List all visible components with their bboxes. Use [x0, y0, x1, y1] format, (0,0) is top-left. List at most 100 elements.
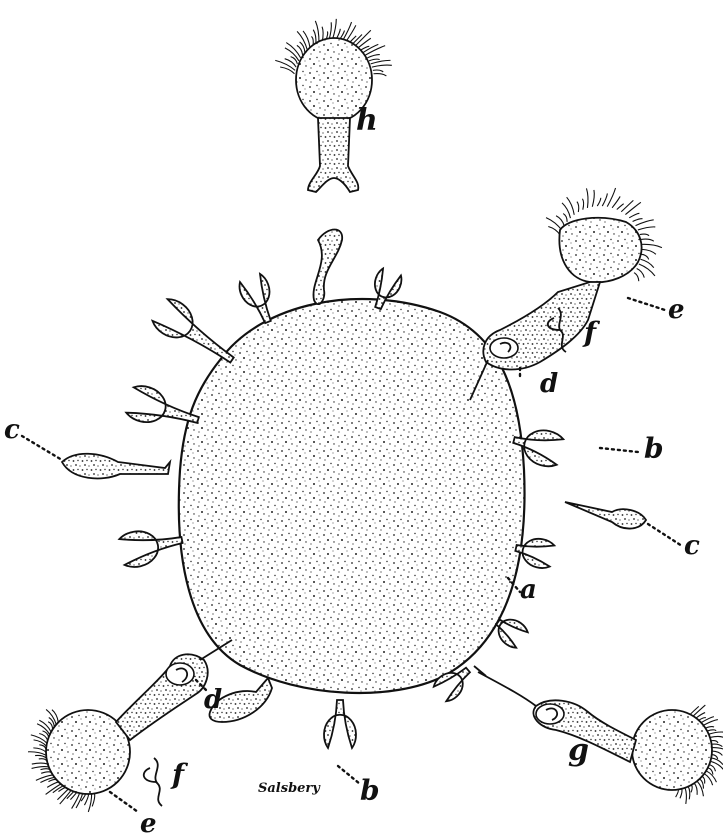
bristle: [707, 730, 716, 731]
bristle: [602, 193, 607, 206]
bud-5: [119, 531, 182, 567]
bristle: [371, 60, 391, 64]
bristle: [710, 736, 723, 737]
bristle: [640, 234, 649, 236]
bud-3: [152, 299, 233, 362]
bud-8: [496, 620, 528, 648]
label-c-right: c: [684, 531, 700, 561]
bristle: [636, 220, 654, 226]
figure-lower-left: [28, 640, 232, 812]
bristle: [48, 779, 56, 781]
bristle: [88, 794, 91, 812]
bristle: [32, 763, 48, 764]
upper-right-nucleus-d: [490, 338, 518, 358]
bristle: [709, 765, 715, 772]
label-g: g: [568, 733, 589, 768]
bristle: [567, 197, 575, 215]
bristle: [712, 744, 723, 747]
bristle: [638, 227, 655, 230]
bristle: [634, 273, 639, 282]
bristle: [597, 198, 600, 206]
bristle: [39, 734, 47, 741]
bristle: [690, 706, 699, 714]
figure-g: [474, 666, 723, 804]
free-body-top: [313, 230, 342, 305]
bristle: [688, 787, 690, 800]
lower-left-nucleus-d: [166, 663, 194, 685]
label-d-upper: d: [540, 369, 558, 399]
bristle: [40, 769, 49, 770]
bud-0: [240, 274, 271, 323]
bristle: [694, 783, 697, 795]
bristle: [680, 789, 682, 799]
bristle: [617, 204, 624, 210]
label-c-left: c: [4, 415, 20, 445]
bristle: [629, 213, 639, 217]
bristle: [699, 718, 706, 721]
figure-g-head: [632, 710, 712, 790]
bristle: [607, 188, 615, 207]
bristle: [582, 199, 583, 210]
bristle: [548, 226, 560, 235]
figure-h-stalk: [308, 118, 358, 192]
bristle: [36, 775, 53, 780]
bristle: [625, 202, 640, 214]
bristle: [592, 190, 594, 207]
bristle: [365, 46, 385, 55]
upper-right-head: [559, 218, 641, 282]
label-a: a: [520, 575, 537, 605]
bristle: [704, 774, 712, 785]
bristle: [642, 244, 662, 247]
bristle: [41, 772, 51, 774]
label-e-lower: e: [140, 809, 157, 835]
bristle: [72, 793, 80, 808]
bristle: [641, 239, 654, 241]
bristle: [577, 202, 579, 212]
bristle: [586, 188, 588, 208]
bristle: [285, 59, 296, 67]
label-b-bottom: b: [360, 774, 380, 807]
label-e-upper: e: [668, 295, 685, 325]
bristle: [346, 25, 356, 41]
bristle: [696, 713, 705, 718]
free-body-left: [62, 454, 170, 479]
bristle: [642, 249, 656, 254]
bristle: [37, 724, 50, 735]
free-body-right: [565, 502, 646, 529]
bud-10: [324, 700, 356, 748]
figure-g-nucleus: [536, 704, 564, 724]
bristle: [709, 732, 723, 734]
bristle: [367, 55, 379, 58]
bristle: [303, 31, 310, 48]
bristle: [92, 793, 95, 806]
bristle: [28, 752, 46, 755]
label-f-upper: f: [582, 316, 601, 349]
label-f-lower: f: [170, 758, 189, 791]
bristle: [369, 59, 380, 61]
bristle: [633, 219, 643, 222]
bristle: [35, 755, 46, 758]
figure-upper-right: [470, 188, 662, 400]
lower-left-stalk: [116, 654, 208, 740]
bud-4: [126, 386, 199, 423]
bristle: [712, 748, 723, 752]
bristle: [46, 709, 56, 724]
bristle: [640, 259, 653, 267]
label-h: h: [356, 103, 378, 138]
label-d-lower: d: [204, 685, 222, 715]
bristle: [372, 65, 392, 67]
bristle: [563, 214, 567, 222]
bristle: [363, 44, 378, 52]
bristle: [612, 196, 620, 207]
bristle: [685, 788, 686, 804]
bristle: [642, 254, 649, 259]
bristle: [705, 727, 714, 729]
bristle: [300, 42, 305, 53]
bristle: [332, 19, 336, 40]
bristle: [374, 74, 387, 76]
bristle: [373, 70, 383, 72]
artist-signature: Salsbery: [258, 781, 321, 796]
bristle: [691, 785, 692, 792]
label-b-right: b: [644, 432, 664, 465]
